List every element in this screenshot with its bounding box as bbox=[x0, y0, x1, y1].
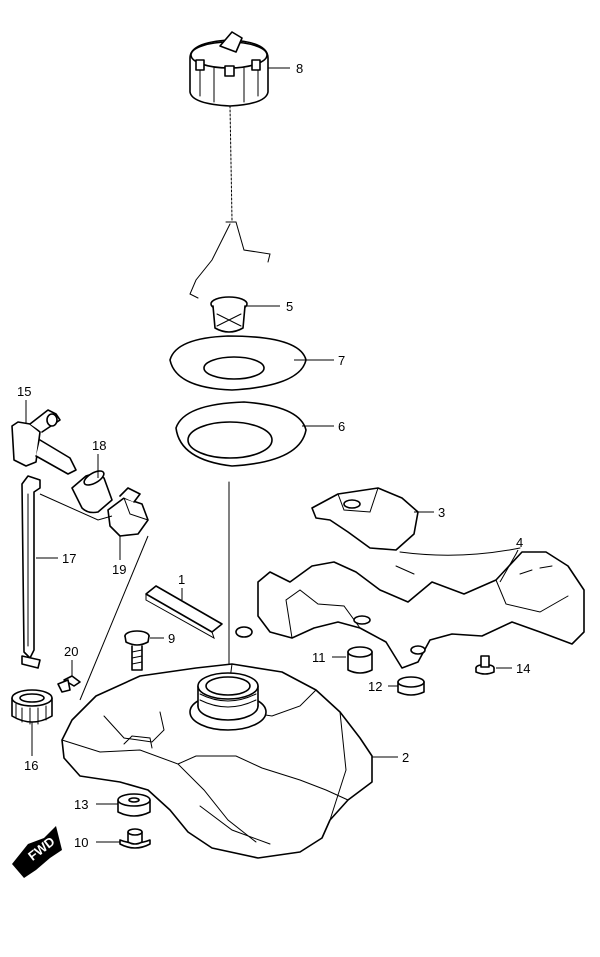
callout-17[interactable]: 17 bbox=[62, 551, 76, 566]
upper-bracket[interactable] bbox=[311, 487, 419, 551]
leader-lines bbox=[25, 67, 519, 843]
callout-19[interactable]: 19 bbox=[112, 562, 126, 577]
callout-14[interactable]: 14 bbox=[516, 661, 530, 676]
fwd-arrow-icon: FWD bbox=[12, 826, 62, 878]
fuel-gauge-head[interactable] bbox=[11, 409, 77, 475]
callout-6[interactable]: 6 bbox=[338, 419, 345, 434]
cap-tether bbox=[189, 105, 271, 299]
filler-seal[interactable] bbox=[175, 401, 307, 467]
small-screw[interactable] bbox=[475, 655, 495, 675]
gauge-screw[interactable] bbox=[57, 675, 81, 693]
mount-collar[interactable] bbox=[119, 828, 151, 849]
callout-15[interactable]: 15 bbox=[17, 384, 31, 399]
part-number-callouts: 8 5 7 6 3 4 1 9 11 12 14 2 13 10 15 18 1… bbox=[17, 61, 530, 850]
tank-filler-neck[interactable] bbox=[189, 672, 267, 731]
callout-5[interactable]: 5 bbox=[286, 299, 293, 314]
rubber-cushion[interactable] bbox=[397, 676, 425, 696]
callout-10[interactable]: 10 bbox=[74, 835, 88, 850]
callout-8[interactable]: 8 bbox=[296, 61, 303, 76]
callout-11[interactable]: 11 bbox=[312, 650, 326, 665]
gauge-sleeve[interactable] bbox=[71, 468, 113, 514]
callout-2[interactable]: 2 bbox=[402, 750, 409, 765]
callout-3[interactable]: 3 bbox=[438, 505, 445, 520]
filler-strainer[interactable] bbox=[210, 296, 248, 333]
callout-13[interactable]: 13 bbox=[74, 797, 88, 812]
fuel-cap[interactable] bbox=[189, 31, 269, 107]
callout-16[interactable]: 16 bbox=[24, 758, 38, 773]
tank-mount-bracket[interactable] bbox=[235, 547, 585, 669]
callout-1[interactable]: 1 bbox=[178, 572, 185, 587]
callout-7[interactable]: 7 bbox=[338, 353, 345, 368]
spacer-grommet[interactable] bbox=[117, 793, 151, 817]
rubber-strip[interactable] bbox=[145, 585, 223, 640]
callout-9[interactable]: 9 bbox=[168, 631, 175, 646]
rubber-mount-large[interactable] bbox=[347, 646, 373, 674]
gauge-clamp[interactable] bbox=[107, 487, 149, 537]
gauge-float-collar[interactable] bbox=[11, 689, 53, 725]
callout-12[interactable]: 12 bbox=[368, 679, 382, 694]
gauge-float-rod[interactable] bbox=[21, 475, 41, 669]
callout-20[interactable]: 20 bbox=[64, 644, 78, 659]
cap-gasket[interactable] bbox=[169, 335, 307, 391]
callout-4[interactable]: 4 bbox=[516, 535, 523, 550]
callout-18[interactable]: 18 bbox=[92, 438, 106, 453]
mount-bolt[interactable] bbox=[124, 630, 150, 671]
